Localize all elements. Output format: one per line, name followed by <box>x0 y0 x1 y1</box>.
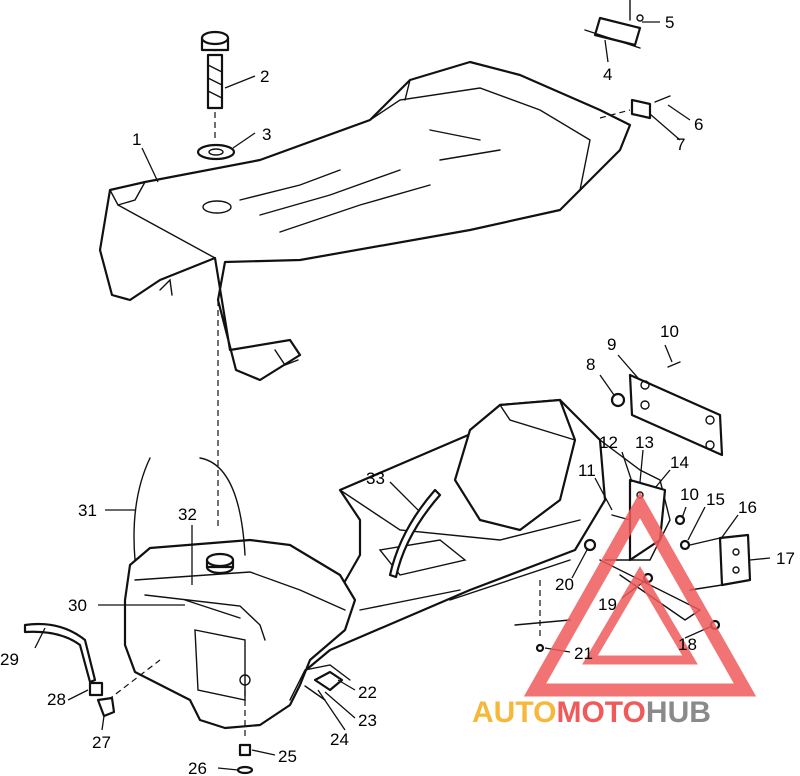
callout-19: 19 <box>598 595 617 614</box>
callout-1: 1 <box>132 130 141 149</box>
callout-11: 11 <box>578 461 596 480</box>
callout-33: 33 <box>366 469 385 488</box>
fuel-vent-line <box>388 488 442 579</box>
gas-cap <box>200 30 230 140</box>
callout-17: 17 <box>776 549 795 568</box>
callout-2: 2 <box>260 67 269 86</box>
callout-12: 12 <box>599 433 618 452</box>
fuel-tank <box>123 538 357 730</box>
callout-31: 31 <box>78 501 97 520</box>
callout-25: 25 <box>278 747 297 766</box>
callout-22: 22 <box>358 683 377 702</box>
callout-labels: 1 2 3 4 5 6 7 8 9 10 10 11 12 13 14 15 1… <box>0 13 795 776</box>
callout-10-upper: 10 <box>660 322 679 341</box>
fuel-fitting <box>88 681 116 718</box>
callout-13: 13 <box>635 433 654 452</box>
callout-8: 8 <box>586 355 595 374</box>
watermark-hub: HUB <box>646 696 711 729</box>
watermark-triangle-icon <box>523 491 757 697</box>
callout-15: 15 <box>706 490 725 509</box>
mounting-hardware <box>304 670 344 701</box>
watermark-moto: MOTO <box>556 696 645 729</box>
callout-7: 7 <box>676 135 685 154</box>
callout-5: 5 <box>665 13 674 32</box>
watermark-auto: AUTO <box>472 696 556 729</box>
callout-18: 18 <box>678 635 697 654</box>
callout-32: 32 <box>178 505 197 524</box>
seat-assembly <box>98 60 632 382</box>
mounting-plate <box>610 361 724 457</box>
callout-3: 3 <box>262 125 271 144</box>
callout-21: 21 <box>574 644 593 663</box>
callout-23: 23 <box>358 711 377 730</box>
callout-28: 28 <box>47 690 66 709</box>
callout-30: 30 <box>68 596 87 615</box>
callout-14: 14 <box>670 453 689 472</box>
callout-24: 24 <box>330 730 349 749</box>
callout-27: 27 <box>92 733 111 752</box>
callout-29: 29 <box>0 650 19 669</box>
seat-latch-parts <box>584 0 644 49</box>
callout-16: 16 <box>738 498 757 517</box>
callout-4: 4 <box>603 65 612 84</box>
washer <box>196 143 236 161</box>
callout-20: 20 <box>555 575 574 594</box>
fuel-line <box>23 622 97 684</box>
callout-6: 6 <box>694 115 703 134</box>
seat-bracket <box>599 95 671 120</box>
callout-26: 26 <box>188 759 207 776</box>
callout-10-lower: 10 <box>680 485 699 504</box>
callout-9: 9 <box>607 335 616 354</box>
watermark-text: AUTOMOTOHUB <box>472 696 711 729</box>
vent-hose <box>133 457 151 561</box>
hitch-bracket <box>689 533 752 591</box>
bolt <box>535 643 545 653</box>
watermark-logo: AUTOMOTOHUB <box>472 491 757 729</box>
